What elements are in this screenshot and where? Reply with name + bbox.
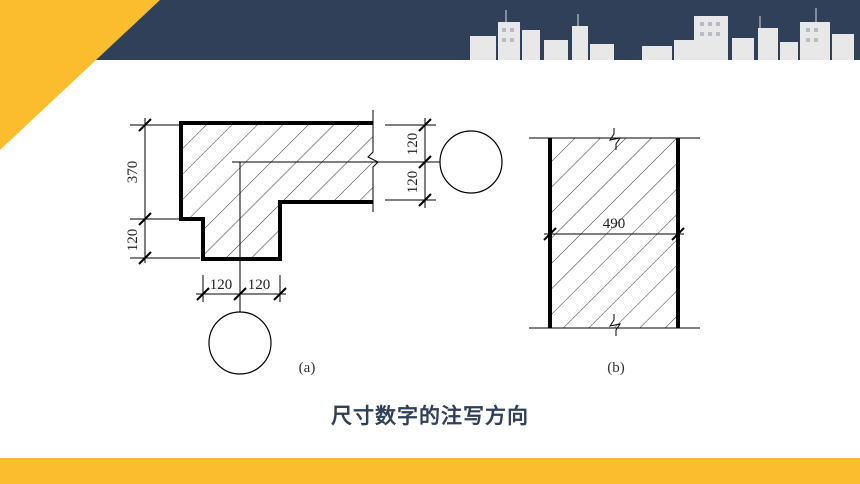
wall-outline-a <box>179 121 373 261</box>
city-skyline-illustration <box>470 8 854 60</box>
corner-accent <box>0 0 160 150</box>
dimension-label-490: 490 <box>603 216 626 232</box>
wall-section-a <box>181 123 373 259</box>
dimension-label-left-120: 120 <box>125 229 141 252</box>
axis-circle-right <box>439 130 503 194</box>
dimension-left-a: 370 120 <box>125 118 200 265</box>
figure-label-a: (a) <box>299 360 316 376</box>
dimension-right-a: 120 120 <box>385 118 436 208</box>
dimension-label-right-upper-120: 120 <box>405 133 421 156</box>
axis-circle-bottom <box>208 311 272 375</box>
dimension-label-right-lower-120: 120 <box>405 171 421 194</box>
dimension-bottom-a: 120 120 <box>196 275 287 302</box>
figure-b: 490 (b) <box>529 128 700 376</box>
footer-band <box>0 458 860 484</box>
dimension-diagram: 370 120 120 120 120 120 (a) <box>125 110 700 376</box>
dimension-label-bottom-right-120: 120 <box>248 277 271 293</box>
figure-a: 370 120 120 120 120 120 (a) <box>125 110 503 376</box>
dimension-label-bottom-left-120: 120 <box>210 277 233 293</box>
wall-section-b <box>550 138 678 328</box>
figure-label-b: (b) <box>607 360 625 376</box>
slide-caption: 尺寸数字的注写方向 <box>331 405 529 428</box>
dimension-width-b: 490 <box>543 216 685 241</box>
dimension-label-370: 370 <box>125 161 141 184</box>
